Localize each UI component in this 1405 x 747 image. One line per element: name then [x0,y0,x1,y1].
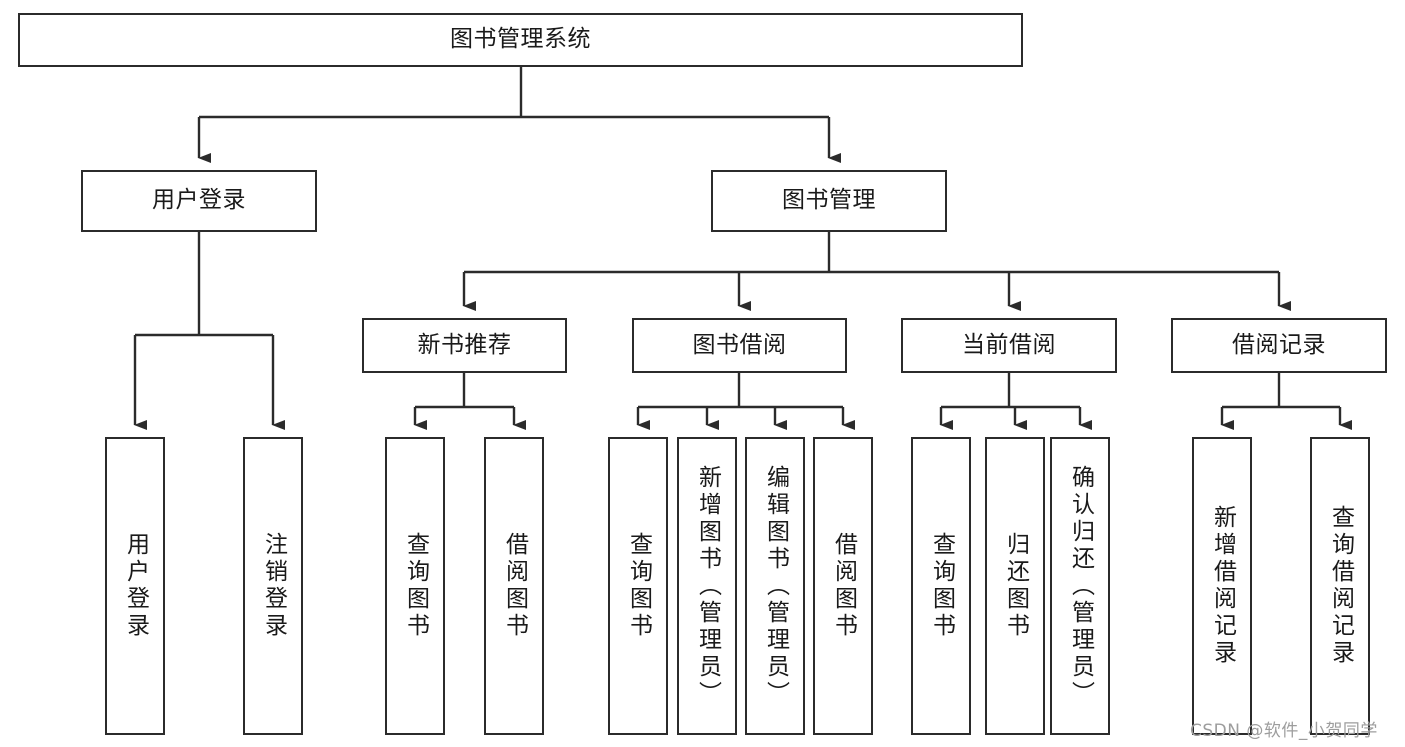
leaf-logout[interactable]: 注销登录 [243,437,303,735]
leaf-text-wrap: 查询图书 [610,439,666,733]
leaf-edit-book[interactable]: 编辑图书（管理员） [745,437,805,735]
leaf-text-wrap: 归还图书 [987,439,1043,733]
node-current-borrow-label: 当前借阅 [962,331,1056,358]
leaf-text-wrap: 查询图书 [913,439,969,733]
leaf-add-record-label: 新增借阅记录 [1209,505,1236,667]
node-new-book-recommend[interactable]: 新书推荐 [362,318,567,373]
node-user-login-label: 用户登录 [152,187,246,214]
node-borrow-record-label: 借阅记录 [1232,331,1326,358]
leaf-text-wrap: 编辑图书（管理员） [747,439,803,733]
node-user-login[interactable]: 用户登录 [81,170,317,232]
leaf-return-book[interactable]: 归还图书 [985,437,1045,735]
leaf-add-book[interactable]: 新增图书（管理员） [677,437,737,735]
leaf-query-book-2-label: 查询图书 [625,532,652,640]
leaf-text-wrap: 查询借阅记录 [1312,439,1368,733]
node-book-borrow[interactable]: 图书借阅 [632,318,847,373]
leaf-user-login-label: 用户登录 [122,532,149,640]
node-book-borrow-label: 图书借阅 [692,331,787,358]
node-root-label: 图书管理系统 [450,26,591,53]
leaf-query-book-3-label: 查询图书 [928,532,955,640]
leaf-query-book-2[interactable]: 查询图书 [608,437,668,735]
leaf-add-book-label: 新增图书（管理员） [694,464,721,708]
leaf-text-wrap: 确认归还（管理员） [1052,439,1108,733]
node-root-system[interactable]: 图书管理系统 [18,13,1023,67]
leaf-borrow-book-2-label: 借阅图书 [830,532,857,640]
node-book-management[interactable]: 图书管理 [711,170,947,232]
node-current-borrow[interactable]: 当前借阅 [901,318,1117,373]
node-borrow-record[interactable]: 借阅记录 [1171,318,1387,373]
leaf-edit-book-label: 编辑图书（管理员） [762,464,789,708]
leaf-text-wrap: 借阅图书 [815,439,871,733]
leaf-text-wrap: 借阅图书 [486,439,542,733]
leaf-text-wrap: 新增图书（管理员） [679,439,735,733]
leaf-return-book-label: 归还图书 [1002,532,1029,640]
node-new-book-recommend-label: 新书推荐 [417,331,512,358]
leaf-query-book-1[interactable]: 查询图书 [385,437,445,735]
leaf-query-record[interactable]: 查询借阅记录 [1310,437,1370,735]
leaf-query-book-3[interactable]: 查询图书 [911,437,971,735]
leaf-text-wrap: 新增借阅记录 [1194,439,1250,733]
leaf-add-record[interactable]: 新增借阅记录 [1192,437,1252,735]
leaf-query-book-1-label: 查询图书 [402,532,429,640]
leaf-borrow-book-2[interactable]: 借阅图书 [813,437,873,735]
leaf-text-wrap: 用户登录 [107,439,163,733]
node-book-management-label: 图书管理 [782,187,876,214]
leaf-query-record-label: 查询借阅记录 [1327,505,1354,667]
leaf-confirm-return[interactable]: 确认归还（管理员） [1050,437,1110,735]
leaf-text-wrap: 查询图书 [387,439,443,733]
leaf-user-login[interactable]: 用户登录 [105,437,165,735]
leaf-text-wrap: 注销登录 [245,439,301,733]
leaf-borrow-book-1[interactable]: 借阅图书 [484,437,544,735]
leaf-logout-label: 注销登录 [260,532,287,640]
leaf-confirm-return-label: 确认归还（管理员） [1067,464,1094,708]
leaf-borrow-book-1-label: 借阅图书 [501,532,528,640]
csdn-watermark: CSDN @软件_小贺同学 [1190,721,1378,741]
